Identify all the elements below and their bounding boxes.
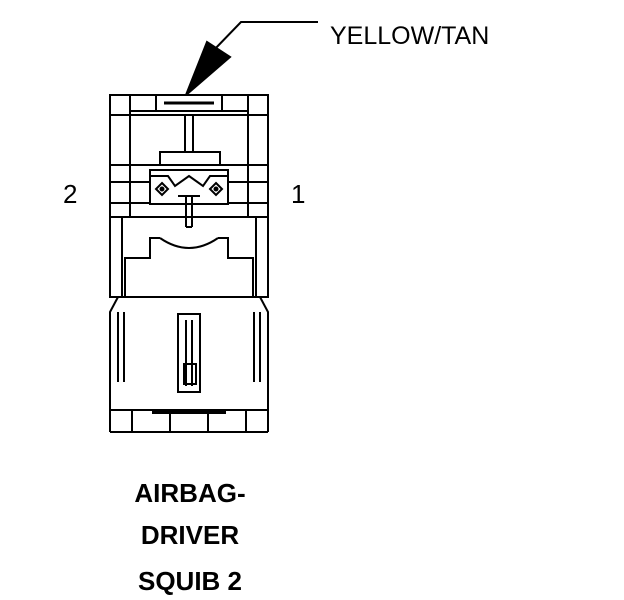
pin-1-label: 1 (291, 179, 306, 209)
title-line-3: SQUIB 2 (137, 566, 243, 596)
callout-leader (185, 21, 318, 96)
wire-color-label: YELLOW/TAN (330, 22, 490, 50)
title-line-1: AIRBAG- (134, 478, 246, 508)
pin-2-label: 2 (63, 179, 78, 209)
connector-body (109, 94, 269, 433)
title-line-2: DRIVER (140, 520, 240, 550)
callout-arrowhead (185, 40, 232, 96)
